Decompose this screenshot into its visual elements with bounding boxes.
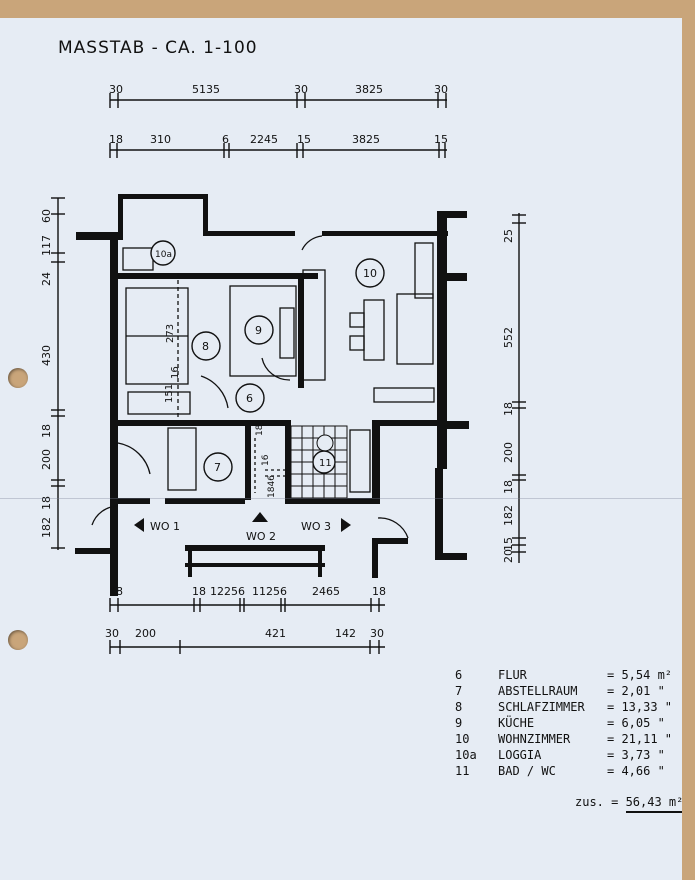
dim-left-a: 60 bbox=[40, 209, 53, 223]
dim-left-f: 200 bbox=[40, 449, 53, 470]
dim-left-e: 18 bbox=[40, 424, 53, 438]
floor-plan-drawing: 30 5135 30 3825 30 18 310 6 2245 15 3825… bbox=[40, 83, 526, 654]
dim-hall-c: 1846 bbox=[267, 475, 277, 498]
dim-left-h: 182 bbox=[40, 517, 53, 538]
dim-bot1-a: 18 bbox=[109, 585, 123, 598]
room-8-label: 8 bbox=[202, 340, 209, 353]
floor-plan-sheet: MASSTAB - CA. 1-100 bbox=[0, 18, 682, 880]
room-marker-10a bbox=[150, 240, 176, 266]
dim-bot2-e: 30 bbox=[370, 627, 384, 640]
room-7-label: 7 bbox=[214, 461, 221, 474]
dim-top2-b: 310 bbox=[150, 133, 171, 146]
wo2-label: WO 2 bbox=[246, 530, 276, 543]
dim-right-c: 18 bbox=[502, 402, 515, 416]
legend-row: 8 SCHLAFZIMMER = 13,33 " bbox=[455, 700, 673, 714]
dim-room8-a: 16 bbox=[170, 366, 181, 379]
dim-right-h: 20 bbox=[502, 549, 515, 563]
dim-right-e: 18 bbox=[502, 480, 515, 494]
dim-room8-width: 273 bbox=[165, 324, 176, 343]
legend-row: 9 KÜCHE = 6,05 " bbox=[455, 716, 665, 730]
wo3-label: WO 3 bbox=[301, 520, 331, 533]
legend-row: 10a LOGGIA = 3,73 " bbox=[455, 748, 665, 762]
dim-left-c: 24 bbox=[40, 272, 53, 286]
dim-top2-d: 2245 bbox=[250, 133, 278, 146]
dim-bot1-c: 1225 bbox=[210, 585, 238, 598]
room-6-label: 6 bbox=[246, 392, 253, 405]
dim-top2-g: 15 bbox=[434, 133, 448, 146]
dim-right-b: 552 bbox=[502, 327, 515, 348]
dim-right-f: 182 bbox=[502, 505, 515, 526]
dim-top1-c: 30 bbox=[294, 83, 308, 96]
entrance-arrow-wo3 bbox=[341, 518, 351, 532]
dim-bot2-a: 30 bbox=[105, 627, 119, 640]
dim-bot2-b: 200 bbox=[135, 627, 156, 640]
dim-bot1-d: 6 bbox=[238, 585, 245, 598]
total-label: zus. = bbox=[575, 795, 626, 809]
dim-bot2-d: 142 bbox=[335, 627, 356, 640]
dim-top1-b: 5135 bbox=[192, 83, 220, 96]
entrance-arrow-wo2 bbox=[252, 512, 268, 522]
dim-bot1-f: 6 bbox=[280, 585, 287, 598]
room-marker-10 bbox=[355, 258, 385, 288]
legend-row: 11 BAD / WC = 4,66 " bbox=[455, 764, 665, 778]
dim-hall-a: 18 bbox=[255, 424, 265, 436]
entrance-arrow-wo1 bbox=[134, 518, 144, 532]
dim-bot2-c: 421 bbox=[265, 627, 286, 640]
room-9-label: 9 bbox=[255, 324, 262, 337]
dim-bot1-g: 2465 bbox=[312, 585, 340, 598]
room-10a-label: 10a bbox=[155, 250, 172, 260]
dim-top2-f: 3825 bbox=[352, 133, 380, 146]
room-10-label: 10 bbox=[363, 267, 377, 280]
dim-left-g: 18 bbox=[40, 496, 53, 510]
legend-row: 7 ABSTELLRAUM = 2,01 " bbox=[455, 684, 665, 698]
room-marker-6 bbox=[235, 383, 265, 413]
dim-top2-e: 15 bbox=[297, 133, 311, 146]
dim-room8-b: 151 bbox=[164, 384, 175, 403]
legend-row: 6 FLUR = 5,54 m² bbox=[455, 668, 673, 682]
dim-left-b: 117 bbox=[40, 235, 53, 256]
room-marker-11 bbox=[312, 450, 336, 474]
dim-top2-a: 18 bbox=[109, 133, 123, 146]
dim-top1-a: 30 bbox=[109, 83, 123, 96]
dim-top2-c: 6 bbox=[222, 133, 229, 146]
wo1-label: WO 1 bbox=[150, 520, 180, 533]
dim-top1-d: 3825 bbox=[355, 83, 383, 96]
punch-hole bbox=[8, 630, 28, 650]
dim-bot1-h: 18 bbox=[372, 585, 386, 598]
dim-right-d: 200 bbox=[502, 442, 515, 463]
dim-hall-b: 16 bbox=[261, 454, 271, 466]
total-area: zus. = 56,43 m² bbox=[575, 795, 682, 813]
dim-right-g: 15 bbox=[502, 537, 515, 551]
dim-top1-e: 30 bbox=[434, 83, 448, 96]
dim-bot1-b: 18 bbox=[192, 585, 206, 598]
dim-left-d: 430 bbox=[40, 345, 53, 366]
dim-bot1-e: 1125 bbox=[252, 585, 280, 598]
total-value: 56,43 m² bbox=[625, 795, 682, 813]
room-marker-8 bbox=[191, 331, 221, 361]
room-marker-7 bbox=[203, 452, 233, 482]
room-11-label: 11 bbox=[319, 458, 332, 469]
scale-title: MASSTAB - CA. 1-100 bbox=[58, 38, 258, 58]
room-area-legend: 6 FLUR = 5,54 m² 7 ABSTELLRAUM = 2,01 " … bbox=[455, 668, 680, 780]
dim-right-a: 25 bbox=[502, 229, 515, 243]
punch-hole bbox=[8, 368, 28, 388]
room-marker-9 bbox=[244, 315, 274, 345]
legend-row: 10 WOHNZIMMER = 21,11 " bbox=[455, 732, 673, 746]
